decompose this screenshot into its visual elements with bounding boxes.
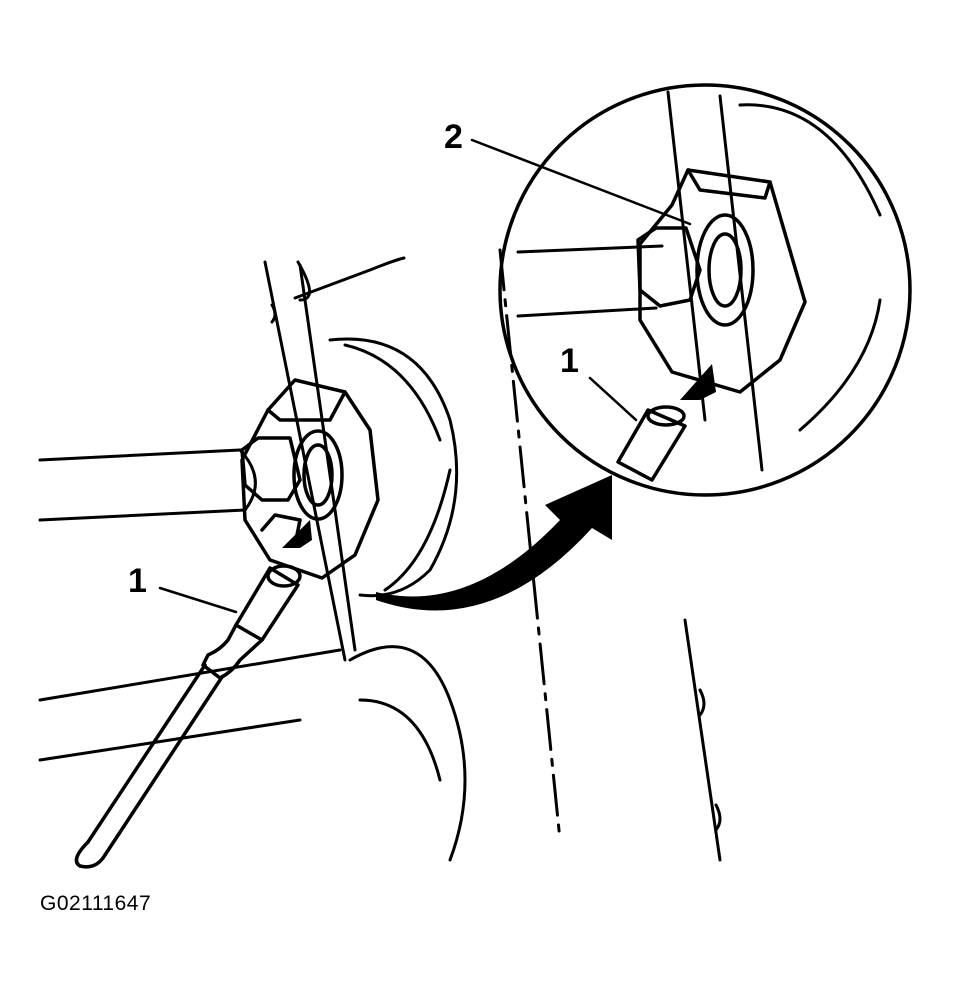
main-view (38, 248, 722, 869)
nut-assembly (240, 378, 380, 580)
detail-view (470, 83, 912, 497)
callout-tool: 1 (128, 562, 147, 600)
leader-line-1-detail (588, 376, 638, 422)
probe-tool (74, 564, 302, 869)
leader-line-2 (470, 138, 692, 226)
callout-tool-detail: 1 (560, 342, 579, 380)
detail-insert-arrow (680, 364, 716, 400)
callout-nut-detail: 2 (444, 118, 463, 156)
detail-nut (636, 168, 807, 394)
figure-id: G02111647 (40, 892, 152, 915)
zoom-arrow (376, 475, 612, 611)
body-outlines (38, 248, 722, 862)
detail-circle (498, 83, 912, 497)
leader-line-1 (158, 586, 238, 614)
detail-probe (616, 405, 687, 482)
insert-arrow (282, 520, 312, 548)
